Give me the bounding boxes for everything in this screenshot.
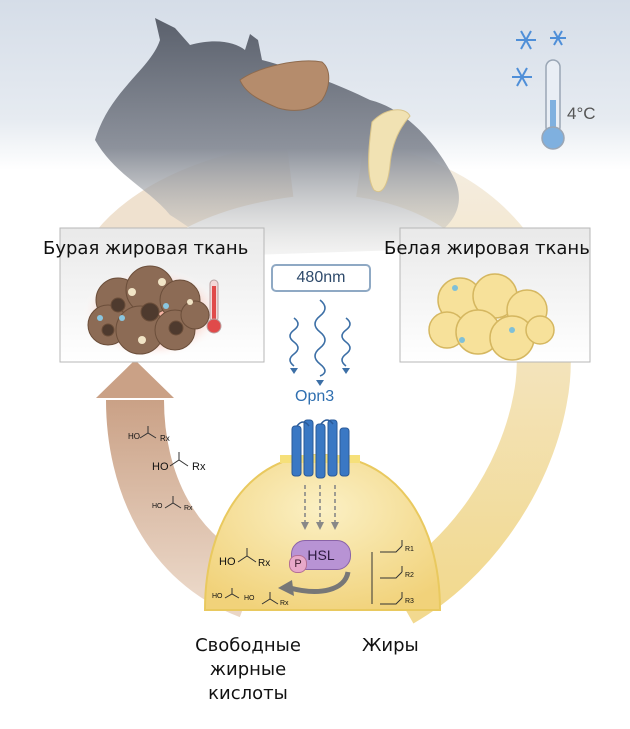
phospho-badge: P: [289, 555, 307, 573]
white-fat-depot: [368, 109, 411, 192]
light-wave-icon: [289, 299, 351, 377]
free-fatty-acids-line: Свободные: [195, 635, 301, 656]
signal-arrowhead: [316, 522, 324, 530]
signal-arrowhead: [301, 522, 309, 530]
light-arrowhead: [316, 380, 324, 386]
rx-label: Rx: [184, 505, 193, 512]
glyceride-r2: R2: [405, 572, 414, 579]
light-arrowhead: [342, 368, 350, 374]
lipolysis-arrowhead: [278, 580, 294, 596]
signal-arrows: [304, 485, 336, 522]
light-arrowhead: [290, 368, 298, 374]
free-fatty-acids-line: жирные: [209, 659, 287, 680]
glyceride-r1: R1: [405, 546, 414, 553]
acid-label: HO: [219, 556, 236, 568]
mouse-silhouette: [95, 18, 459, 255]
gpcr-receptor-icon: [280, 419, 360, 479]
acid-label: HO: [244, 595, 255, 602]
acid-label: HO: [152, 503, 163, 510]
ring-arrow-head: [96, 360, 174, 398]
brown-fat-cells: [87, 265, 210, 355]
receptor-label: Opn3: [295, 388, 335, 405]
signal-arrowhead: [331, 522, 339, 530]
free-fatty-acids-line: кислоты: [208, 683, 288, 704]
rx-label: Rx: [160, 434, 170, 443]
brown-fat-title: Бурая жировая ткань: [43, 238, 249, 259]
rx-label: Rx: [258, 558, 271, 569]
brown-fat-depot: [239, 60, 330, 111]
acid-label: HO: [152, 461, 169, 473]
white-fat-cells: [428, 273, 555, 361]
thermometer-hot-icon: [206, 279, 222, 334]
triglyceride-structure: [371, 540, 403, 605]
free-fatty-acids-label: Свободные жирные кислоты: [186, 634, 310, 706]
rx-label: Rx: [280, 600, 289, 607]
lipolysis-arrow: [289, 571, 351, 594]
acid-label: HO: [212, 593, 223, 600]
ring-arrow-right: [355, 143, 571, 624]
fats-label: Жиры: [362, 635, 419, 656]
glyceride-r3: R3: [405, 598, 414, 605]
thermometer-cold-icon: [541, 59, 565, 150]
rx-label: Rx: [192, 461, 206, 473]
wavelength-box: 480nm: [271, 264, 371, 292]
snowflake-icon: [512, 30, 566, 87]
temperature-label: 4°C: [567, 104, 596, 123]
white-fat-title: Белая жировая ткань: [384, 238, 590, 259]
acid-label: HO: [128, 432, 140, 441]
acid-structures: [139, 426, 279, 605]
